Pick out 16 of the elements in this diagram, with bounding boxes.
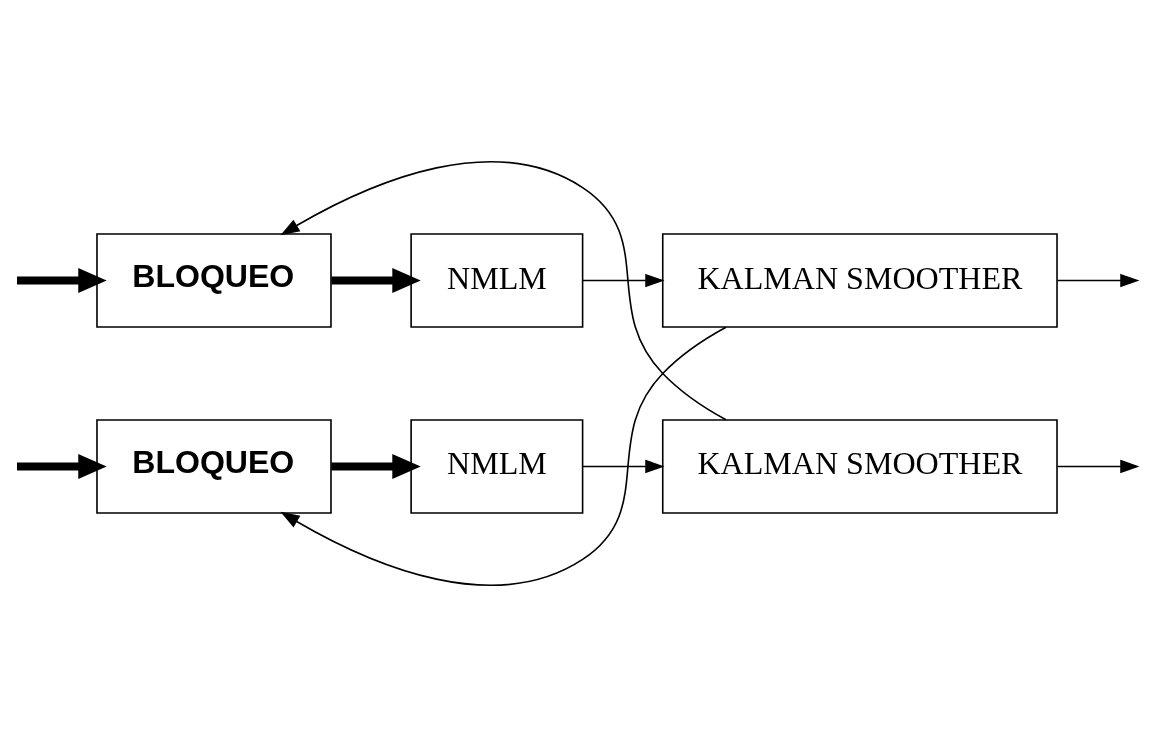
arrow bbox=[331, 453, 421, 479]
arrow bbox=[17, 453, 107, 479]
node-box: NMLM bbox=[410, 232, 584, 328]
arrow bbox=[1056, 459, 1140, 473]
node-box: KALMAN SMOOTHER bbox=[661, 232, 1058, 328]
node-box: NMLM bbox=[410, 418, 584, 514]
arrow bbox=[582, 273, 665, 287]
arrow bbox=[1056, 273, 1140, 287]
arrow bbox=[280, 160, 727, 421]
arrow bbox=[582, 459, 665, 473]
node-box: KALMAN SMOOTHER bbox=[661, 418, 1058, 514]
arrow bbox=[280, 325, 727, 586]
node-box: BLOQUEO bbox=[96, 418, 332, 514]
arrow bbox=[331, 267, 421, 293]
node-box: BLOQUEO bbox=[96, 232, 332, 328]
arrow bbox=[17, 267, 107, 293]
